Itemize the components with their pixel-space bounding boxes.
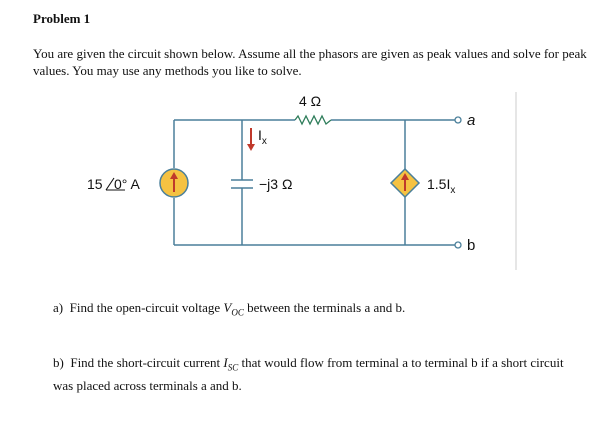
source-label: 15 0° A	[87, 176, 141, 192]
resistor-label: 4 Ω	[299, 93, 321, 109]
voc-subscript: OC	[231, 307, 244, 318]
svg-text:0° A: 0° A	[114, 176, 141, 192]
terminal-b-node	[454, 241, 462, 249]
question-a-text-start: Find the open-circuit voltage	[69, 300, 224, 315]
terminal-a-node	[454, 116, 462, 124]
isc-subscript: SC	[227, 362, 239, 373]
problem-statement: You are given the circuit shown below. A…	[33, 46, 587, 78]
capacitor-label: −j3 Ω	[259, 176, 292, 192]
problem-title: Problem 1	[33, 11, 91, 26]
isc-variable: I	[223, 355, 228, 370]
dependent-current-source	[389, 167, 421, 199]
circuit-diagram: 4 Ω Ix −j3 Ω 15 0° A 1.5Ix a b	[87, 92, 517, 270]
question-b-text-start: Find the short-circuit current	[70, 355, 224, 370]
question-b-text-end: that would flow from terminal a to termi…	[53, 355, 564, 393]
capacitor	[231, 179, 253, 189]
circuit-wires	[173, 119, 455, 246]
dependent-source-label: 1.5Ix	[427, 176, 455, 196]
svg-text:15: 15	[87, 176, 103, 192]
resistor-4ohm	[294, 114, 332, 126]
current-source	[159, 168, 189, 198]
terminal-a-label: a	[467, 112, 475, 129]
question-a-text-end: between the terminals a and b.	[243, 300, 406, 315]
terminal-b-label: b	[467, 237, 475, 254]
question-a: a) Find the open-circuit voltage VOC bet…	[53, 300, 405, 318]
question-b: b) Find the short-circuit current ISC th…	[53, 354, 583, 394]
question-b-prefix: b)	[53, 355, 64, 370]
voc-variable: V	[223, 300, 232, 315]
ix-arrow-icon	[247, 128, 255, 151]
ix-label: Ix	[258, 127, 267, 147]
question-a-prefix: a)	[53, 300, 64, 315]
